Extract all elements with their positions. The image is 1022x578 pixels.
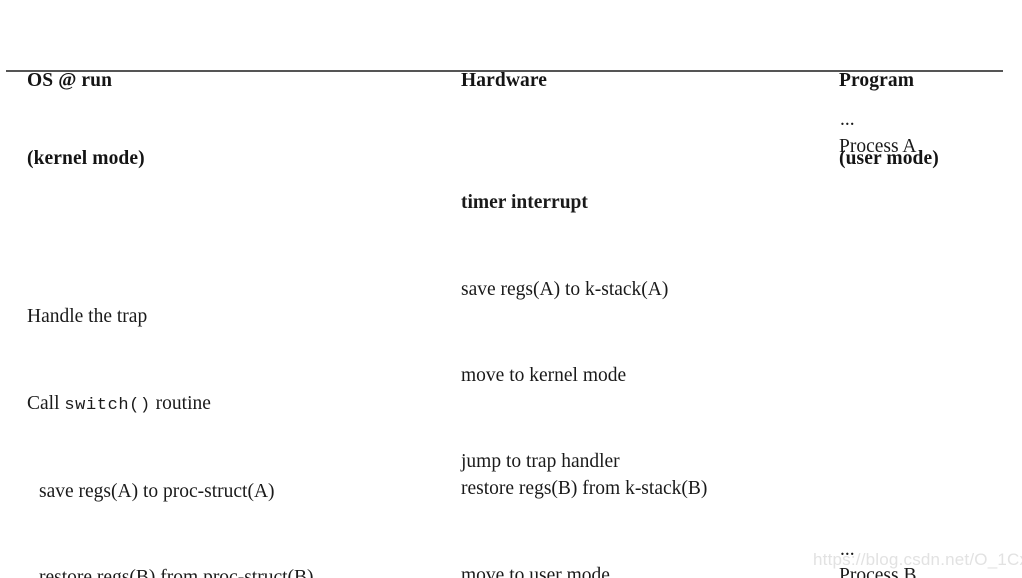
- os-line-save-regs: save regs(A) to proc-struct(A): [39, 480, 275, 502]
- column-header-os-line1: OS @ run: [27, 70, 113, 91]
- os-block: Handle the trap Call switch() routine sa…: [27, 246, 314, 578]
- csdn-watermark: https://blog.csdn.net/O_1CxH: [813, 550, 1022, 569]
- program-process-a-ellipsis: ...: [840, 109, 855, 130]
- column-header-program-line2: (user mode): [839, 148, 939, 169]
- os-line-call-switch-suffix: routine: [150, 392, 211, 414]
- program-process-b-block: Process B: [839, 505, 916, 578]
- hardware-top-line-move-kernel: move to kernel mode: [461, 364, 627, 386]
- column-header-os: OS @ run (kernel mode): [27, 16, 145, 224]
- program-process-b-ellipsis: ...: [840, 539, 855, 560]
- os-line-call-switch-prefix: Call: [27, 392, 65, 414]
- program-process-b-label: Process B: [839, 565, 917, 578]
- column-header-program-line1: Program: [839, 70, 915, 91]
- hardware-top-line-timer-interrupt: timer interrupt: [461, 192, 588, 214]
- column-header-hardware-line1: Hardware: [461, 70, 548, 91]
- os-line-restore-regs: restore regs(B) from proc-struct(B): [39, 566, 314, 578]
- column-header-os-line2: (kernel mode): [27, 148, 145, 169]
- os-line-handle-trap: Handle the trap: [27, 306, 148, 328]
- header-divider-rule: [6, 70, 1003, 72]
- program-process-a-label: Process A: [839, 136, 917, 158]
- column-header-program: Program (user mode): [839, 16, 939, 224]
- os-line-call-switch: Call switch() routine: [27, 390, 314, 421]
- hardware-top-block: timer interrupt save regs(A) to k-stack(…: [461, 132, 668, 534]
- hardware-top-line-save-regs: save regs(A) to k-stack(A): [461, 278, 669, 300]
- hardware-bottom-line-restore-regs: restore regs(B) from k-stack(B): [461, 478, 708, 500]
- program-process-a-block: Process A: [839, 76, 916, 220]
- hardware-bottom-line-move-user: move to user mode: [461, 564, 610, 578]
- os-line-call-switch-code: switch(): [64, 395, 151, 415]
- hardware-bottom-block: restore regs(B) from k-stack(B) move to …: [461, 418, 707, 578]
- hardware-top-line-jump-handler: jump to trap handler: [461, 450, 620, 472]
- column-header-hardware: Hardware: [461, 16, 547, 146]
